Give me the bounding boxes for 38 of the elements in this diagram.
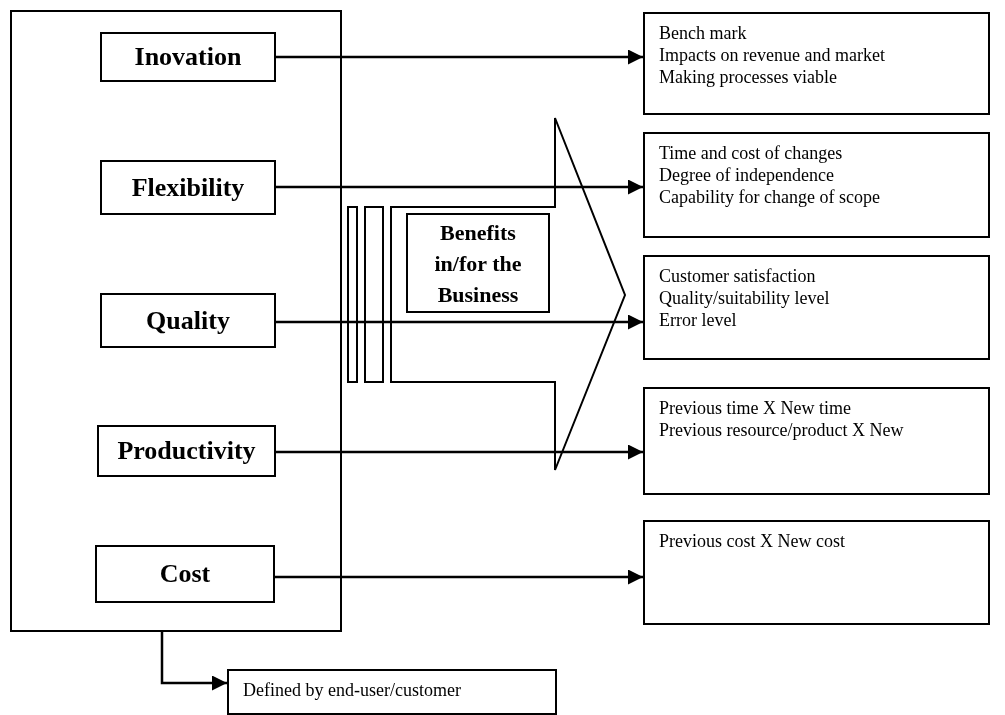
metrics-box <box>643 12 990 115</box>
category-box <box>97 425 276 477</box>
benefits-label: Benefits in/for the Business <box>433 219 523 309</box>
metric-text: Quality/suitability level <box>659 287 830 309</box>
metrics-box <box>227 669 557 715</box>
metric-text: Error level <box>659 309 737 331</box>
metric-text: Capability for change of scope <box>659 186 880 208</box>
category-box <box>100 160 276 215</box>
group-frame <box>10 10 342 632</box>
category-label: Flexibility <box>131 174 245 201</box>
metric-text: Previous resource/product X New <box>659 419 904 441</box>
arrow <box>275 569 643 585</box>
metrics-box <box>643 387 990 495</box>
category-box <box>100 32 276 82</box>
category-label: Cost <box>159 561 211 587</box>
arrow <box>276 179 643 195</box>
metric-text: Defined by end-user/customer <box>243 679 461 701</box>
category-box <box>95 545 275 603</box>
metric-text: Making processes viable <box>659 66 837 88</box>
metric-text: Bench mark <box>659 22 747 44</box>
category-label: Inovation <box>134 44 242 70</box>
category-label: Quality <box>146 307 230 334</box>
arrow <box>160 632 227 691</box>
metric-text: Degree of independence <box>659 164 834 186</box>
metric-text: Impacts on revenue and market <box>659 44 885 66</box>
metrics-box <box>643 255 990 360</box>
category-label: Productivity <box>117 438 256 464</box>
category-box <box>100 293 276 348</box>
metric-text: Time and cost of changes <box>659 142 843 164</box>
metrics-box <box>643 520 990 625</box>
arrow <box>276 314 643 330</box>
metric-text: Previous time X New time <box>659 397 851 419</box>
arrow <box>276 444 643 460</box>
metric-text: Previous cost X New cost <box>659 530 845 552</box>
benefits-box <box>406 213 550 313</box>
arrow <box>276 49 643 65</box>
metrics-box <box>643 132 990 238</box>
metric-text: Customer satisfaction <box>659 265 816 287</box>
